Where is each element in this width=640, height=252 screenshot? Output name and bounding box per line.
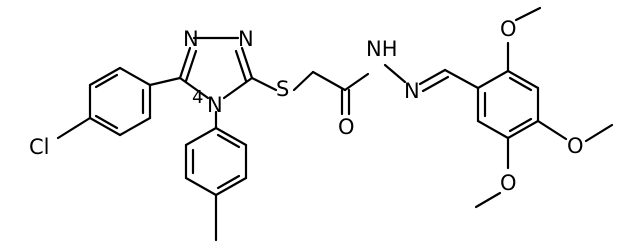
triazole-n4-atom: N [207, 93, 223, 117]
triazole-n2-atom: N [238, 27, 254, 51]
hydrazide-nh-atom: NH [366, 37, 398, 61]
methoxy-oxygen-right-atom: O [567, 134, 584, 158]
carbonyl-oxygen-atom: O [338, 115, 355, 139]
bonds [56, 6, 614, 242]
triazole-n1-atom: N [183, 27, 199, 51]
methoxy-oxygen-bottom-atom: O [500, 171, 517, 195]
imine-nitrogen-atom: N [404, 79, 420, 103]
atom-labels: Cl N N N 4 S O NH N O O O [29, 17, 584, 195]
methoxy-oxygen-top-atom: O [500, 17, 517, 41]
ring-position-4-label: 4 [192, 87, 203, 108]
sulfur-atom: S [276, 77, 289, 101]
chlorine-atom: Cl [29, 135, 50, 159]
